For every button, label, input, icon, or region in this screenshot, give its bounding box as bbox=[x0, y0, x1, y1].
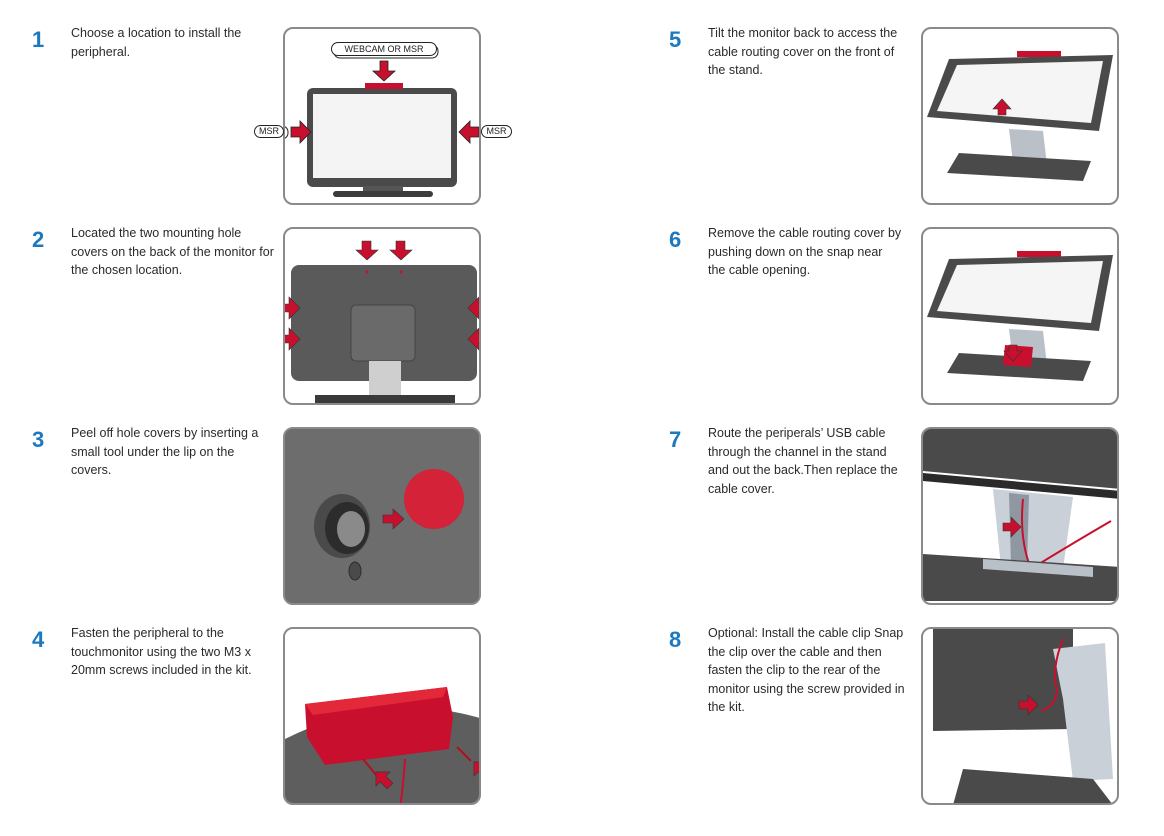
arrow-down-icon bbox=[389, 240, 413, 261]
label-webcam-or-msr-top: WEBCAM OR MSR bbox=[331, 42, 437, 56]
step-text: Peel off hole covers by inserting a smal… bbox=[71, 426, 259, 477]
figure-fasten-peripheral bbox=[283, 627, 481, 805]
arrow-right-icon bbox=[290, 120, 312, 144]
figure-tilt-monitor bbox=[921, 27, 1119, 205]
figure-remove-cable-cover bbox=[921, 227, 1119, 405]
arrow-down-icon bbox=[355, 240, 379, 261]
figure-route-cable bbox=[921, 427, 1119, 605]
arrow-left-icon bbox=[458, 120, 479, 144]
step-number: 8 bbox=[669, 627, 682, 652]
arrow-right-icon bbox=[1002, 516, 1022, 538]
step-text: Tilt the monitor back to access the cabl… bbox=[708, 26, 898, 77]
step-text: Fasten the peripheral to the touchmonito… bbox=[71, 626, 252, 677]
step-text: Located the two mounting hole covers on … bbox=[71, 226, 274, 277]
arrow-right-icon bbox=[382, 508, 405, 530]
arrow-icon bbox=[473, 761, 479, 780]
step-text: Route the periperals’ USB cable through … bbox=[708, 426, 898, 496]
step-number: 6 bbox=[669, 227, 682, 252]
step-number: 2 bbox=[32, 227, 45, 252]
arrow-up-icon bbox=[992, 98, 1012, 116]
arrow-icon bbox=[375, 771, 394, 790]
arrow-down-icon bbox=[1003, 344, 1023, 362]
label-msr-left: MSR bbox=[254, 125, 284, 138]
figure-install-locations: WEBCAM OR MSR bbox=[283, 27, 481, 205]
step-text: Remove the cable routing cover by pushin… bbox=[708, 226, 902, 277]
step-number: 7 bbox=[669, 427, 682, 452]
step-text: Optional: Install the cable clip Snap th… bbox=[708, 626, 905, 714]
figure-peel-hole-covers bbox=[283, 427, 481, 605]
step-number: 4 bbox=[32, 627, 45, 652]
step-number: 1 bbox=[32, 27, 45, 52]
step-text: Choose a location to install the periphe… bbox=[71, 26, 242, 59]
figure-cable-clip bbox=[921, 627, 1119, 805]
arrow-right-icon bbox=[1018, 694, 1039, 716]
arrow-left-icon bbox=[467, 296, 479, 320]
arrow-right-icon bbox=[285, 296, 301, 320]
arrow-left-icon bbox=[467, 327, 479, 351]
arrow-down-icon bbox=[371, 60, 397, 82]
label-msr-right: MSR bbox=[481, 125, 512, 138]
figure-mounting-holes bbox=[283, 227, 481, 405]
arrow-right-icon bbox=[285, 327, 301, 351]
step-number: 3 bbox=[32, 427, 45, 452]
step-number: 5 bbox=[669, 27, 682, 52]
